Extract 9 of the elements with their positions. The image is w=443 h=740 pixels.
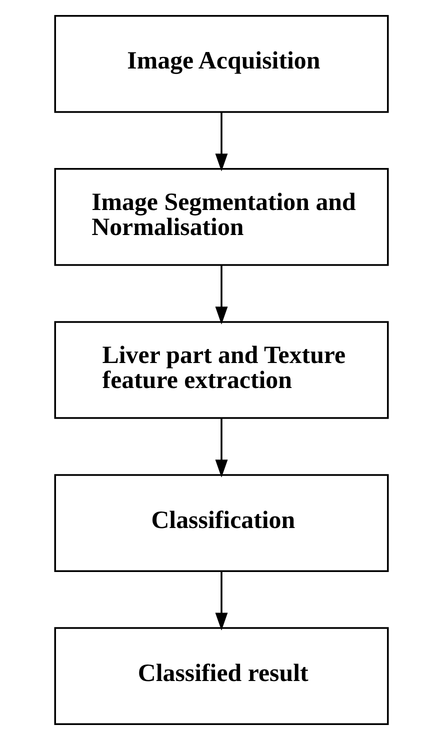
node-box: Classification bbox=[54, 474, 389, 572]
node-box: Liver part and Texture feature extraction bbox=[54, 321, 389, 419]
node-box: Image Segmentation and Normalisation bbox=[54, 168, 389, 266]
node-box: Classified result bbox=[54, 627, 389, 725]
arrow bbox=[215, 112, 228, 172]
arrow bbox=[215, 418, 228, 478]
arrow bbox=[215, 265, 228, 324]
node-box: Image Acquisition bbox=[54, 15, 389, 113]
arrow bbox=[215, 571, 228, 631]
